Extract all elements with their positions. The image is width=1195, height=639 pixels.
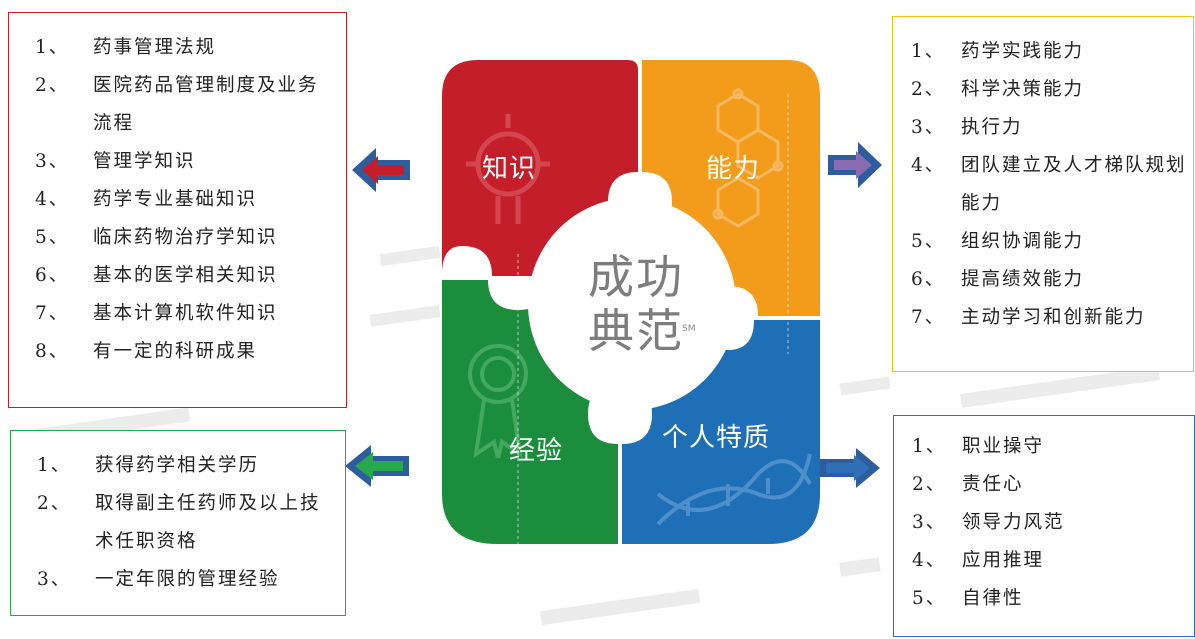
list-item: 2、责任心	[912, 466, 1194, 504]
ability-list: 1、药学实践能力 2、科学决策能力 3、执行力 4、团队建立及人才梯队规划能力 …	[911, 33, 1193, 337]
experience-box: 1、获得药学相关学历 2、取得副主任药师及以上技术任职资格 3、一定年限的管理经…	[10, 430, 346, 616]
lightbulb-icon	[466, 114, 550, 224]
knowledge-label: 知识	[482, 154, 537, 184]
list-item-text: 有一定的科研成果	[93, 341, 258, 362]
list-item-text: 医院药品管理制度及业务流程	[93, 75, 319, 134]
list-item: 3、一定年限的管理经验	[37, 561, 345, 599]
list-item-text: 科学决策能力	[961, 79, 1085, 100]
list-item-text: 药学专业基础知识	[93, 189, 258, 210]
list-item: 7、基本计算机软件知识	[35, 295, 346, 333]
list-item-text: 管理学知识	[93, 151, 196, 172]
list-item-text: 药事管理法规	[93, 37, 217, 58]
list-item-text: 职业操守	[962, 436, 1045, 457]
list-item-text: 执行力	[961, 117, 1023, 138]
ability-box: 1、药学实践能力 2、科学决策能力 3、执行力 4、团队建立及人才梯队规划能力 …	[892, 16, 1194, 372]
list-item-text: 一定年限的管理经验	[95, 569, 280, 590]
knowledge-box: 1、药事管理法规 2、医院药品管理制度及业务流程 3、管理学知识 4、药学专业基…	[8, 12, 347, 408]
list-item: 2、取得副主任药师及以上技术任职资格	[37, 485, 345, 561]
list-item: 4、团队建立及人才梯队规划能力	[911, 147, 1193, 223]
list-item: 4、应用推理	[912, 542, 1194, 580]
experience-label: 经验	[509, 436, 564, 466]
list-item-text: 应用推理	[962, 550, 1045, 571]
knowledge-list: 1、药事管理法规 2、医院药品管理制度及业务流程 3、管理学知识 4、药学专业基…	[35, 29, 346, 371]
list-item: 2、科学决策能力	[911, 71, 1193, 109]
list-item: 1、获得药学相关学历	[37, 447, 345, 485]
list-item-text: 提高绩效能力	[961, 269, 1085, 290]
right-arrow-icon	[820, 448, 880, 488]
trait-label: 个人特质	[662, 423, 771, 453]
list-item: 3、管理学知识	[35, 143, 346, 181]
dna-helix-icon	[656, 453, 812, 526]
list-item-text: 组织协调能力	[961, 231, 1085, 252]
list-item-text: 责任心	[962, 474, 1024, 495]
list-item: 2、医院药品管理制度及业务流程	[35, 67, 346, 143]
left-arrow-icon	[352, 148, 410, 192]
experience-list: 1、获得药学相关学历 2、取得副主任药师及以上技术任职资格 3、一定年限的管理经…	[37, 447, 345, 599]
list-item: 3、领导力风范	[912, 504, 1194, 542]
list-item: 1、药事管理法规	[35, 29, 346, 67]
list-item: 5、组织协调能力	[911, 223, 1193, 261]
list-item: 7、主动学习和创新能力	[911, 299, 1193, 337]
puzzle-graphic	[442, 60, 820, 550]
list-item: 1、职业操守	[912, 428, 1194, 466]
award-ribbon-icon	[468, 344, 528, 459]
center-title-line1: 成功	[588, 250, 684, 304]
list-item-text: 基本计算机软件知识	[93, 303, 278, 324]
list-item: 8、有一定的科研成果	[35, 333, 346, 371]
list-item: 1、药学实践能力	[911, 33, 1193, 71]
list-item-text: 主动学习和创新能力	[961, 307, 1146, 328]
center-title-line2: 典范	[588, 304, 684, 358]
trait-list: 1、职业操守 2、责任心 3、领导力风范 4、应用推理 5、自律性	[912, 428, 1194, 618]
list-item: 3、执行力	[911, 109, 1193, 147]
molecule-icon	[712, 88, 784, 228]
center-circle	[528, 198, 736, 410]
list-item-text: 领导力风范	[962, 512, 1065, 533]
list-item: 5、临床药物治疗学知识	[35, 219, 346, 257]
list-item-text: 取得副主任药师及以上技术任职资格	[95, 493, 321, 552]
list-item-text: 临床药物治疗学知识	[93, 227, 278, 248]
right-arrow-icon	[828, 142, 882, 188]
list-item: 4、药学专业基础知识	[35, 181, 346, 219]
left-arrow-icon	[345, 445, 409, 487]
list-item: 6、提高绩效能力	[911, 261, 1193, 299]
list-item-text: 药学实践能力	[961, 41, 1085, 62]
ability-label: 能力	[706, 154, 761, 184]
list-item-text: 基本的医学相关知识	[93, 265, 278, 286]
list-item-text: 获得药学相关学历	[95, 455, 260, 476]
trait-box: 1、职业操守 2、责任心 3、领导力风范 4、应用推理 5、自律性	[893, 415, 1195, 637]
list-item-text: 团队建立及人才梯队规划能力	[961, 155, 1187, 214]
list-item: 5、自律性	[912, 580, 1194, 618]
list-item: 6、基本的医学相关知识	[35, 257, 346, 295]
list-item-text: 自律性	[962, 588, 1024, 609]
service-mark: SM	[682, 324, 696, 334]
